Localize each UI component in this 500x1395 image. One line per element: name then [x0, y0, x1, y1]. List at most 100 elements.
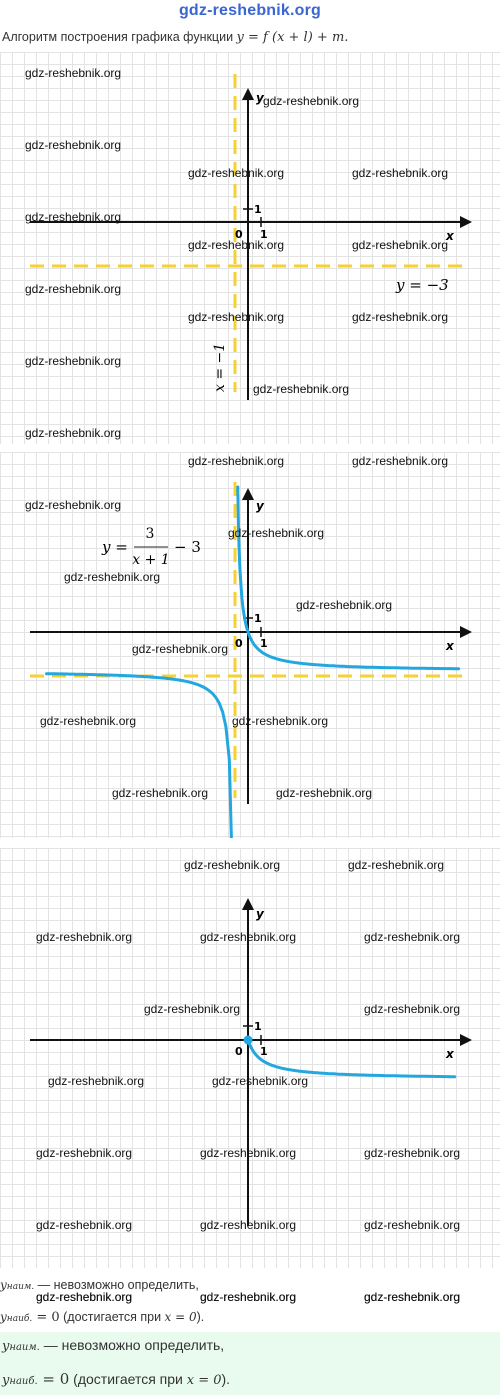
watermark-text: gdz-reshebnik.org	[253, 382, 350, 396]
answer-max-var: y	[0, 1310, 7, 1324]
formula-lhs: y =	[101, 538, 128, 556]
graph-2: x y 0 1 1 y = 3 x + 1 − 3 gdz-reshebnik.…	[0, 452, 500, 838]
watermark-text: gdz-reshebnik.org	[144, 1002, 241, 1016]
watermark-text: gdz-reshebnik.org	[36, 1290, 133, 1304]
graph-1: x y 0 1 1 y = −3 x = −1 gdz-reshebnik.or…	[0, 52, 500, 444]
watermark-text: gdz-reshebnik.org	[364, 1290, 461, 1304]
watermark-text: gdz-reshebnik.org	[200, 1146, 297, 1160]
label-one-x: 1	[260, 1045, 268, 1058]
label-zero: 0	[235, 637, 243, 650]
site-title[interactable]: gdz-reshebnik.org	[178, 2, 322, 19]
asymptote-v-label: x = −1	[212, 343, 228, 392]
watermark-text: gdz-reshebnik.org	[352, 454, 449, 468]
watermark-text: gdz-reshebnik.org	[364, 1002, 461, 1016]
watermark-text: gdz-reshebnik.org	[352, 310, 449, 324]
answer-highlight-max-var: y	[2, 1373, 10, 1388]
curve-left-branch	[45, 672, 233, 838]
watermark-text: gdz-reshebnik.org	[36, 1146, 133, 1160]
watermark-text: gdz-reshebnik.org	[40, 714, 137, 728]
watermark-text: gdz-reshebnik.org	[184, 858, 281, 872]
watermark-text: gdz-reshebnik.org	[188, 310, 285, 324]
formula-denominator: x + 1	[132, 552, 169, 568]
watermark-text: gdz-reshebnik.org	[232, 714, 329, 728]
answer-highlight-box: yнаим. — невозможно определить, yнаиб. =…	[0, 1332, 500, 1395]
answer-min-line: yнаим. — невозможно определить,	[0, 1278, 500, 1292]
watermark-text: gdz-reshebnik.org	[25, 138, 122, 152]
answer-max-eq: = 0	[32, 1310, 60, 1325]
watermark-text: gdz-reshebnik.org	[25, 282, 122, 296]
watermark-text: gdz-reshebnik.org	[36, 1290, 133, 1304]
answer-max-end: ).	[196, 1310, 205, 1324]
watermark-text: gdz-reshebnik.org	[25, 426, 122, 440]
watermark-text: gdz-reshebnik.org	[25, 498, 122, 512]
watermark-text: gdz-reshebnik.org	[348, 858, 445, 872]
watermark-text: gdz-reshebnik.org	[132, 642, 229, 656]
watermark-text: gdz-reshebnik.org	[36, 930, 133, 944]
answer-max-sub: наиб.	[6, 1314, 33, 1324]
formula-numerator: 3	[146, 526, 155, 542]
watermark-text: gdz-reshebnik.org	[25, 66, 122, 80]
watermark-text: gdz-reshebnik.org	[364, 930, 461, 944]
x-axis-arrow	[460, 1034, 472, 1046]
answer-highlight-max-text: (достигается при	[69, 1371, 187, 1387]
answer-highlight-max-line: yнаиб. = 0 (достигается при x = 0).	[2, 1370, 230, 1388]
answer-highlight-max-eq: = 0	[37, 1370, 70, 1388]
caption-formula: y = f (x + l) + m.	[236, 30, 349, 45]
watermark-text: gdz-reshebnik.org	[263, 94, 360, 108]
label-one-x: 1	[260, 637, 268, 650]
watermark-text: gdz-reshebnik.org	[364, 1218, 461, 1232]
watermark-text: gdz-reshebnik.org	[200, 930, 297, 944]
y-axis-arrow	[242, 898, 254, 910]
watermark-text: gdz-reshebnik.org	[352, 166, 449, 180]
answer-max-cond: x = 0	[164, 1310, 197, 1324]
answer-highlight-max-cond: x = 0	[186, 1373, 222, 1388]
watermark-text: gdz-reshebnik.org	[352, 238, 449, 252]
watermark-text: gdz-reshebnik.org	[296, 598, 393, 612]
watermark-text: gdz-reshebnik.org	[200, 1218, 297, 1232]
answer-highlight-min-text: — невозможно определить,	[39, 1337, 225, 1353]
asymptote-h-label: y = −3	[395, 276, 449, 294]
grid-background	[0, 848, 500, 1268]
x-axis-arrow	[460, 626, 472, 638]
watermark-text: gdz-reshebnik.org	[212, 1074, 309, 1088]
watermark-text: gdz-reshebnik.org	[364, 1290, 461, 1304]
answer-min-var: y	[0, 1278, 7, 1292]
watermark-text: gdz-reshebnik.org	[200, 1290, 297, 1304]
answer-highlight-min-sub: наим.	[9, 1342, 40, 1353]
watermark-text: gdz-reshebnik.org	[188, 238, 285, 252]
label-zero: 0	[235, 1045, 243, 1058]
watermark-text: gdz-reshebnik.org	[112, 786, 209, 800]
watermark-text: gdz-reshebnik.org	[276, 786, 373, 800]
watermark-text: gdz-reshebnik.org	[25, 210, 122, 224]
answer-min-sub: наим.	[6, 1282, 35, 1292]
label-x: x	[445, 639, 455, 653]
watermark-text: gdz-reshebnik.org	[36, 1218, 133, 1232]
label-one-y: 1	[254, 612, 262, 625]
formula-rest: − 3	[174, 538, 201, 556]
max-point	[243, 1035, 253, 1045]
answer-highlight-max-sub: наиб.	[9, 1376, 38, 1387]
watermark-text: gdz-reshebnik.org	[188, 166, 285, 180]
caption-text: Алгоритм построения графика функции	[2, 30, 237, 44]
label-zero: 0	[235, 228, 243, 241]
label-y: y	[256, 907, 265, 921]
graph-3: x y 0 1 1 gdz-reshebnik.org gdz-reshebnik…	[0, 848, 500, 1304]
curve-right-branch	[236, 485, 461, 671]
graph-1-svg: x y 0 1 1 y = −3 x = −1	[30, 74, 472, 400]
caption: Алгоритм построения графика функции y = …	[2, 30, 348, 45]
graph-3-svg: x y 0 1 1	[30, 898, 472, 1226]
label-x: x	[445, 229, 455, 243]
y-axis-arrow	[242, 88, 254, 100]
answer-highlight-max-end: ).	[221, 1371, 231, 1387]
answer-highlight-min-var: y	[2, 1339, 10, 1354]
watermark-text: gdz-reshebnik.org	[228, 526, 325, 540]
y-axis-arrow	[242, 488, 254, 500]
x-axis-arrow	[460, 216, 472, 228]
watermark-text: gdz-reshebnik.org	[200, 1290, 297, 1304]
answer-max-text: (достигается при	[59, 1310, 165, 1324]
label-one-y: 1	[254, 1020, 262, 1033]
label-one-y: 1	[254, 203, 262, 216]
label-x: x	[445, 1047, 455, 1061]
watermark-text: gdz-reshebnik.org	[25, 354, 122, 368]
label-y: y	[256, 91, 265, 105]
